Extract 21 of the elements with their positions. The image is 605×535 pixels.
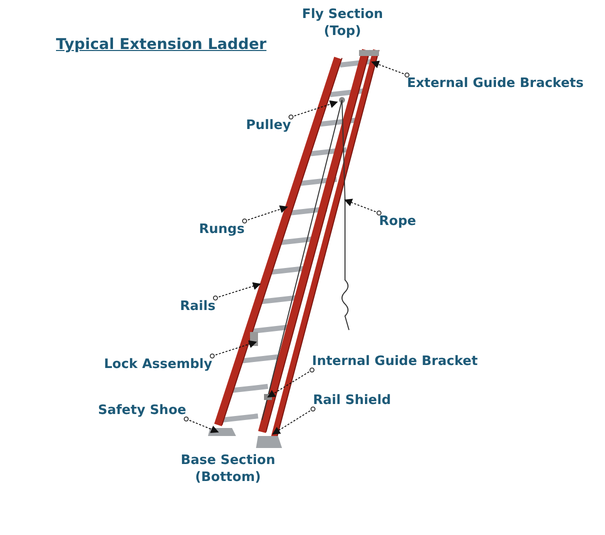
part-label: External Guide Brackets [407,75,584,92]
part-label: Rungs [199,221,245,238]
diagram-title: Typical Extension Ladder [56,36,266,53]
leader-line [344,198,382,216]
part-label: Rope [379,213,416,230]
leader-line [210,340,257,358]
leader-line [371,60,410,78]
leader-line [272,406,316,435]
part-label: Lock Assembly [104,356,212,373]
part-label: Safety Shoe [98,402,186,419]
part-label: Rail Shield [313,392,391,409]
part-label: Fly Section (Top) [300,6,384,40]
leader-line [213,282,261,300]
leader-line [288,100,338,120]
part-label: Pulley [246,117,291,134]
leader-line [184,416,219,434]
part-label: Internal Guide Bracket [312,353,478,370]
part-label: Base Section (Bottom) [180,452,276,486]
leader-line [242,205,288,224]
leader-line [267,368,314,398]
part-label: Rails [180,298,216,315]
